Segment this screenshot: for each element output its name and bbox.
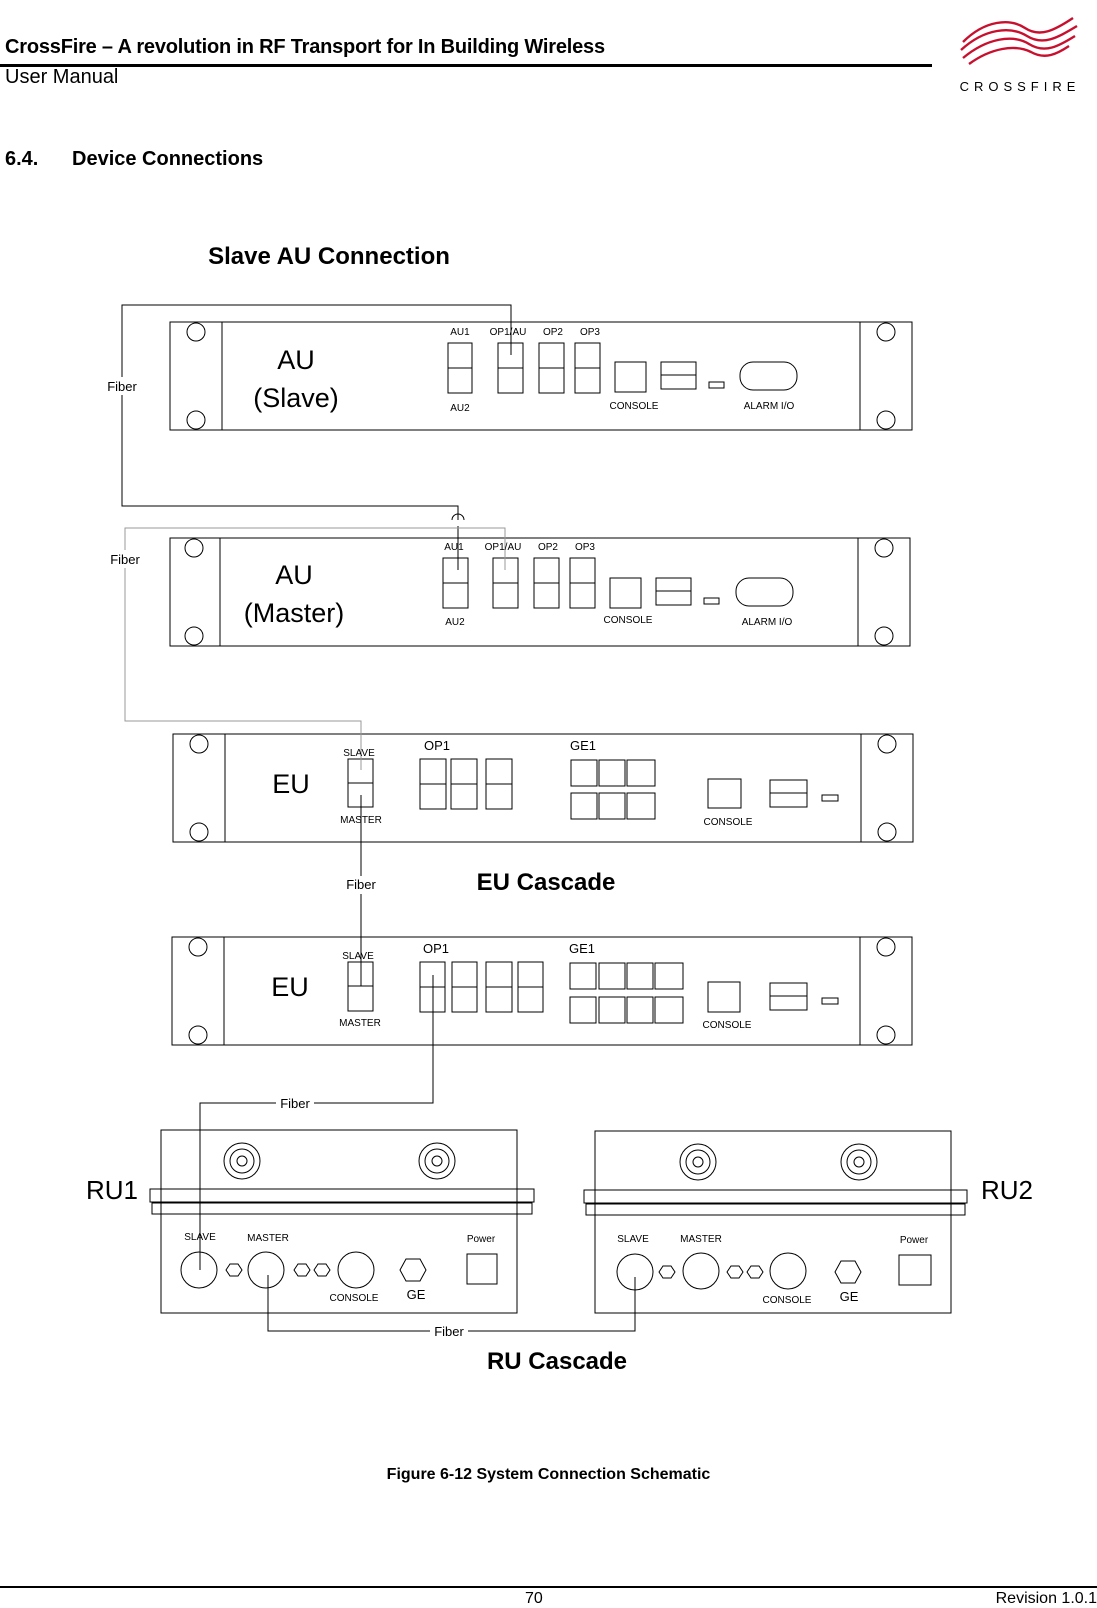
document-header-subtitle: User Manual: [5, 66, 119, 88]
au-master-name: AU: [275, 560, 313, 590]
document-header-title: CrossFire – A revolution in RF Transport…: [5, 36, 605, 58]
eu-upper-name: EU: [272, 769, 310, 799]
port-label-master: MASTER: [680, 1234, 722, 1245]
port-label-power: Power: [467, 1234, 496, 1245]
logo-text: CROSSFIRE: [960, 79, 1081, 94]
port-label-ge: GE: [840, 1289, 859, 1304]
fiber-au-master-to-eu: [124, 527, 506, 770]
ru2-chassis: [594, 1130, 952, 1314]
port-label-au2: AU2: [445, 617, 465, 628]
au-slave-subname: (Slave): [253, 383, 339, 413]
connection-schematic: Slave AU Connection EU Cascade RU Cascad…: [86, 243, 1033, 1375]
au-slave-name: AU: [277, 345, 315, 375]
ru1-chassis: [160, 1129, 518, 1314]
header-rule: [0, 64, 932, 67]
port-label-op1: OP1: [424, 738, 450, 753]
port-label-ge1: GE1: [569, 941, 595, 956]
crossfire-logo: CROSSFIRE: [960, 17, 1081, 94]
port-label-slave: SLAVE: [184, 1232, 216, 1243]
revision-label: Revision 1.0.1: [995, 1590, 1097, 1607]
fiber-eu-to-ru1: [199, 975, 434, 1270]
port-label-master: MASTER: [247, 1233, 289, 1244]
port-label-ge: GE: [407, 1287, 426, 1302]
au-master-chassis: [169, 537, 911, 647]
fiber-label: Fiber: [434, 1324, 464, 1339]
au-master-subname: (Master): [244, 598, 345, 628]
port-label-op1-au: OP1/AU: [490, 327, 527, 338]
au-slave-chassis: [169, 321, 913, 431]
ru2-name: RU2: [981, 1175, 1033, 1205]
port-label-op1: OP1: [423, 941, 449, 956]
port-label-slave: SLAVE: [617, 1234, 649, 1245]
footer-rule: [0, 1586, 1097, 1588]
port-label-au1: AU1: [450, 327, 470, 338]
port-label-au1: AU1: [444, 542, 464, 553]
section-title: Device Connections: [72, 148, 264, 170]
eu-upper-chassis: [172, 733, 914, 843]
port-label-slave: SLAVE: [342, 951, 374, 962]
port-label-au2: AU2: [450, 403, 470, 414]
port-label-console: CONSOLE: [330, 1293, 379, 1304]
port-label-op2: OP2: [538, 542, 558, 553]
port-label-console: CONSOLE: [704, 817, 753, 828]
eu-cascade-heading: EU Cascade: [477, 869, 616, 896]
port-label-op1-au: OP1/AU: [485, 542, 522, 553]
port-label-op2: OP2: [543, 327, 563, 338]
section-number: 6.4.: [5, 148, 39, 170]
fiber-label: Fiber: [280, 1096, 310, 1111]
figure-caption: Figure 6-12 System Connection Schematic: [386, 1466, 711, 1483]
port-label-ge1: GE1: [570, 738, 596, 753]
port-label-master: MASTER: [340, 815, 382, 826]
port-label-console: CONSOLE: [763, 1295, 812, 1306]
eu-lower-name: EU: [271, 972, 309, 1002]
fiber-au-slave-to-au-master: [121, 304, 512, 520]
eu-lower-chassis: [171, 936, 913, 1046]
fiber-label: Fiber: [346, 877, 376, 892]
ru-cascade-heading: RU Cascade: [487, 1348, 627, 1375]
fiber-cables: [121, 304, 636, 1332]
port-label-console: CONSOLE: [703, 1020, 752, 1031]
port-label-console: CONSOLE: [610, 401, 659, 412]
page-number: 70: [525, 1590, 543, 1607]
port-label-slave: SLAVE: [343, 748, 375, 759]
port-label-console: CONSOLE: [604, 615, 653, 626]
port-label-master: MASTER: [339, 1018, 381, 1029]
port-label-power: Power: [900, 1235, 929, 1246]
fiber-label: Fiber: [107, 379, 137, 394]
port-label-alarm: ALARM I/O: [744, 401, 795, 412]
fiber-label: Fiber: [110, 552, 140, 567]
port-label-op3: OP3: [580, 327, 600, 338]
ru1-name: RU1: [86, 1175, 138, 1205]
port-label-op3: OP3: [575, 542, 595, 553]
slave-au-heading: Slave AU Connection: [208, 243, 450, 270]
port-label-alarm: ALARM I/O: [742, 617, 793, 628]
